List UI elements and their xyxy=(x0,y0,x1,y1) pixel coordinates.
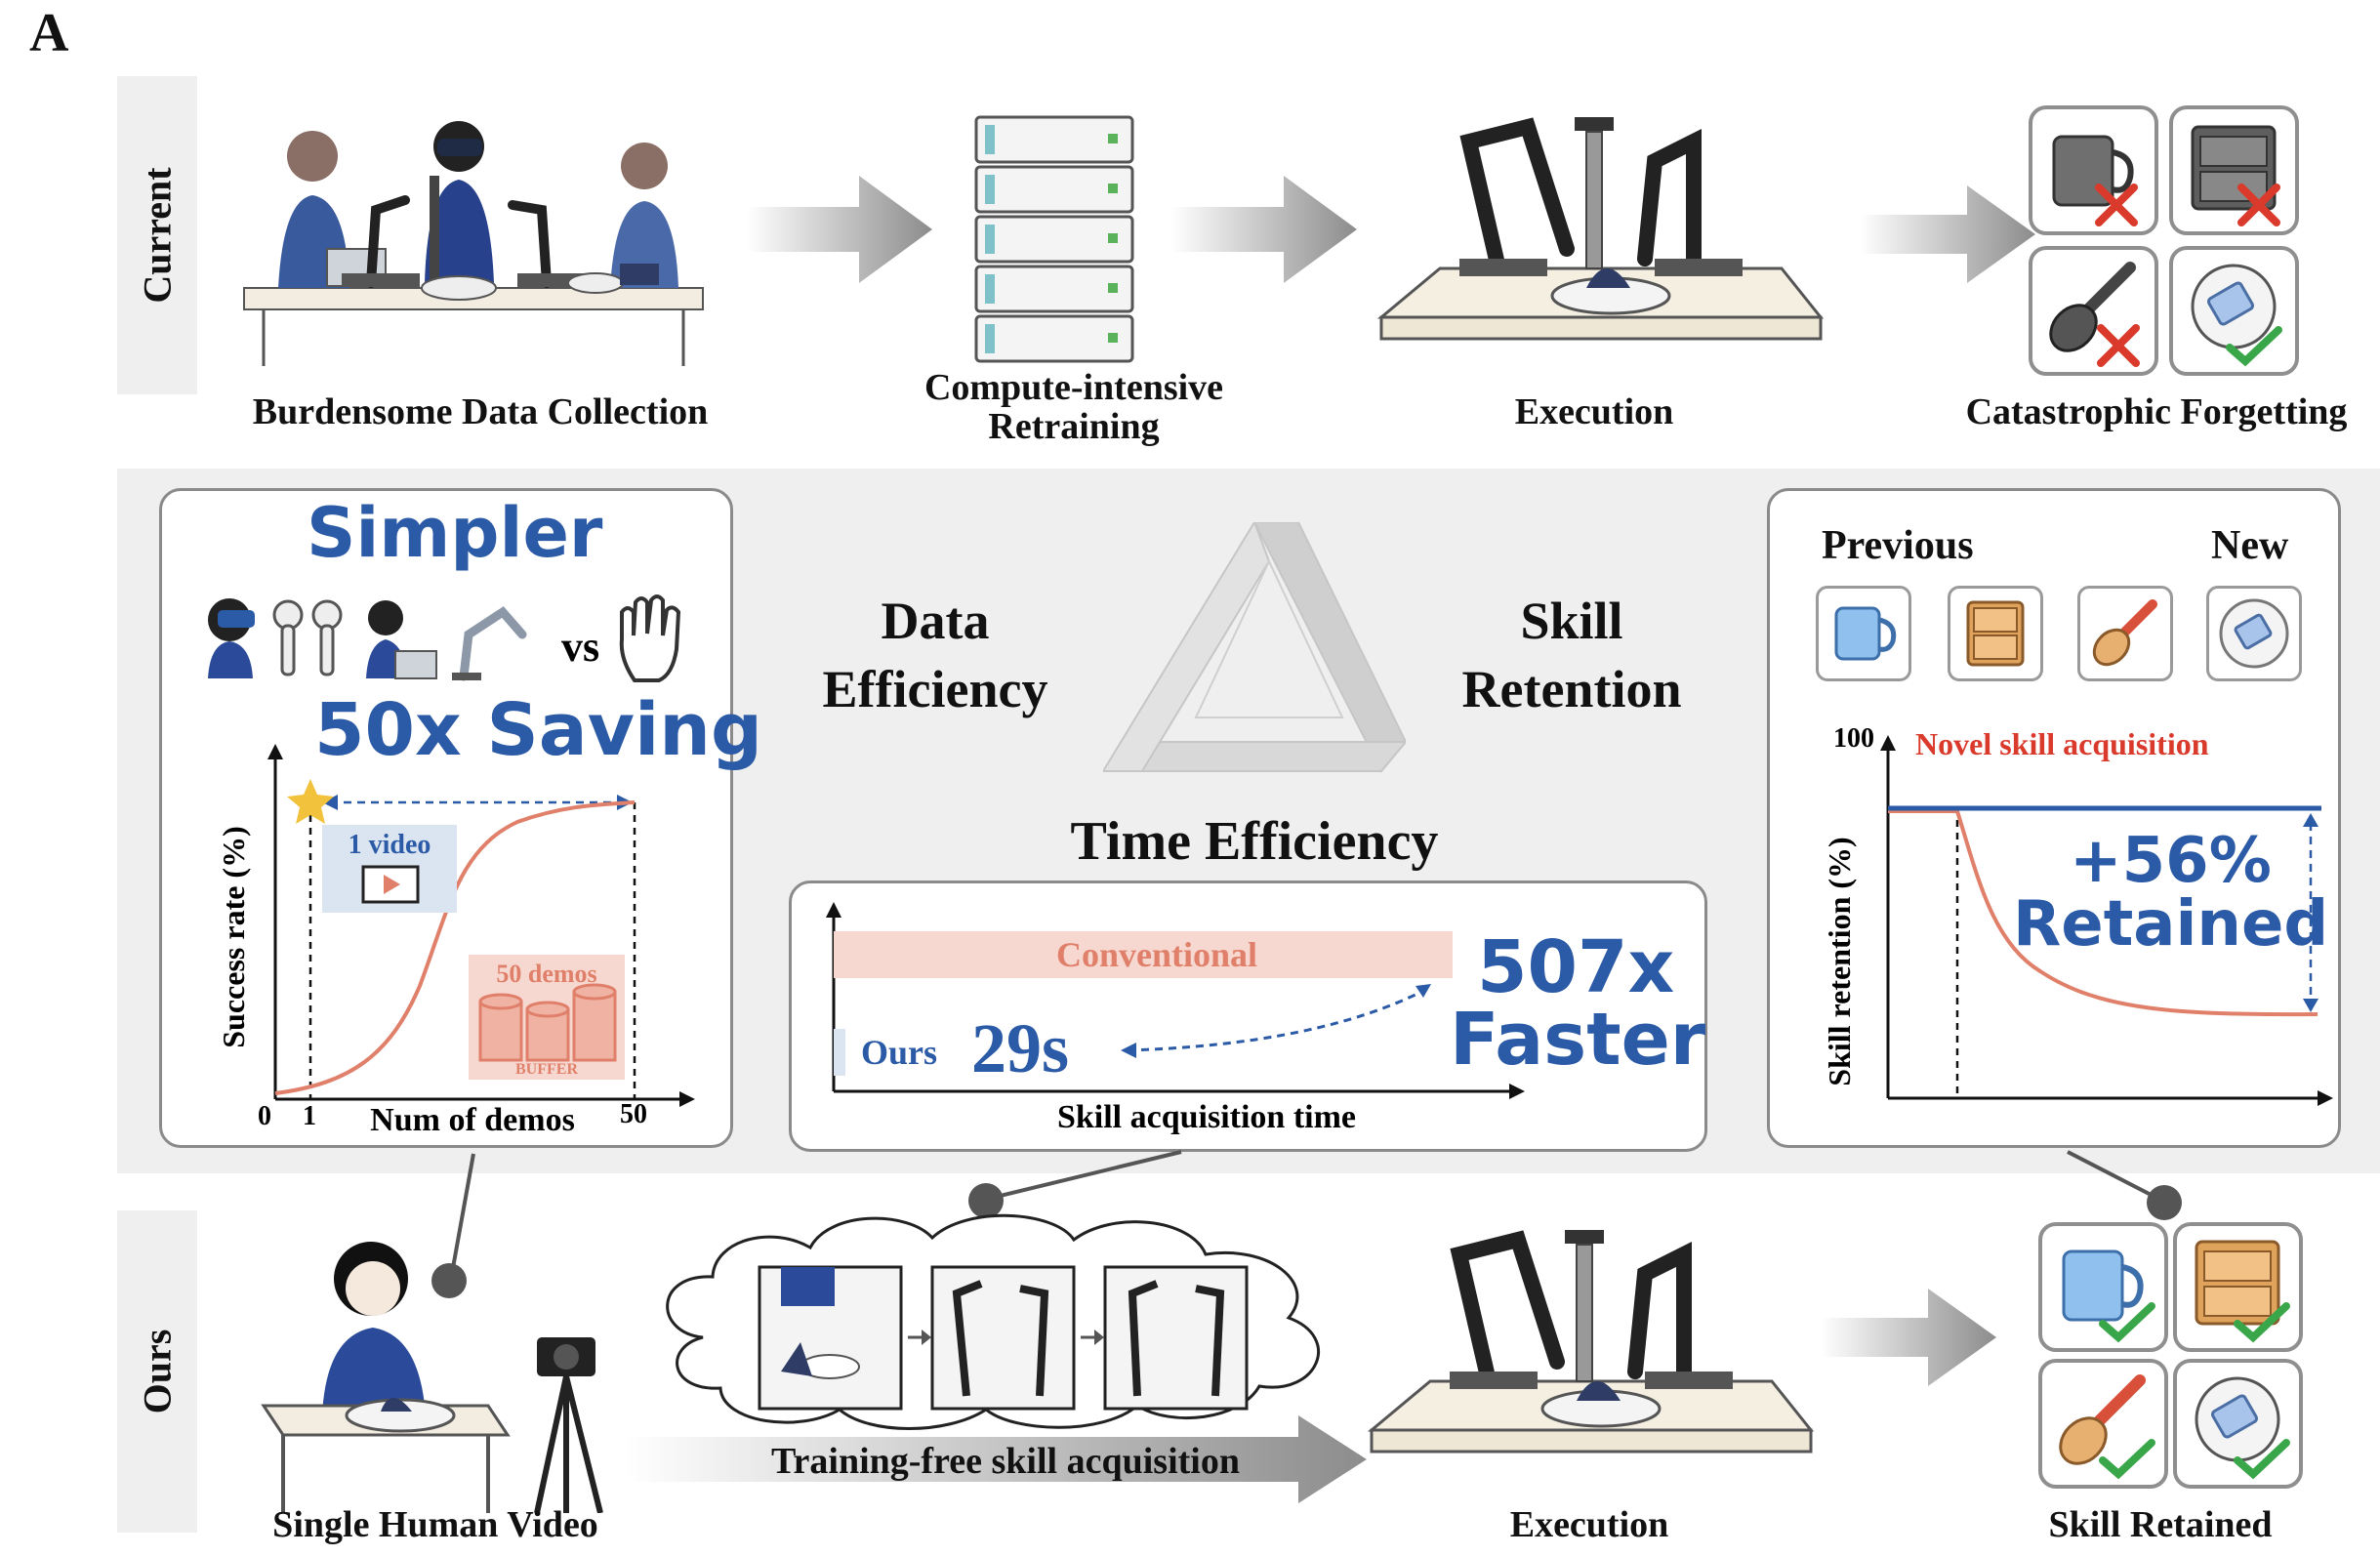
vs-text: vs xyxy=(561,623,599,671)
server-rack-icon xyxy=(974,115,1134,363)
previous-label: Previous xyxy=(1822,523,1974,568)
ours-label: Ours xyxy=(861,1033,937,1072)
ours-time: 29s xyxy=(971,1009,1069,1087)
panel-letter: A xyxy=(29,3,69,63)
tile-brush-forgotten xyxy=(2029,246,2158,376)
check-icon xyxy=(2234,1439,2290,1480)
data-efficiency-chart: 1 video 50 demos BUFFER Success rate (%)… xyxy=(216,744,695,1132)
check-icon xyxy=(2099,1302,2155,1343)
execution-robot-bottom xyxy=(1367,1230,1815,1454)
tile-plate-retained xyxy=(2169,246,2299,376)
arrow-top-2 xyxy=(1171,176,1357,283)
tile-brush-retained xyxy=(2038,1359,2168,1489)
caption-retraining-2: Retraining xyxy=(988,406,1160,447)
arrow-top-1 xyxy=(747,176,932,283)
skill-retention-line1: Skill xyxy=(1520,592,1623,650)
ours-bar xyxy=(834,1029,845,1076)
prev-brush-tile xyxy=(2077,586,2173,681)
data-efficiency-line1: Data xyxy=(881,592,990,650)
check-icon xyxy=(2234,1302,2290,1343)
caption-catastrophic-forgetting: Catastrophic Forgetting xyxy=(1965,391,2348,432)
brush-icon xyxy=(2077,262,2136,320)
arrow-bottom xyxy=(1821,1289,1996,1386)
hand-icon xyxy=(619,594,681,682)
y-tick-100: 100 xyxy=(1833,723,1874,754)
human-video-illustration xyxy=(261,1242,603,1513)
x-tick-0: 0 xyxy=(258,1101,271,1131)
row-label-current: Current xyxy=(117,76,197,394)
tile-plate-retained-2 xyxy=(2173,1359,2303,1489)
conventional-bar xyxy=(834,931,1453,978)
impossible-triangle-icon xyxy=(1103,522,1406,773)
tile-mug-retained xyxy=(2038,1222,2168,1352)
cross-icon xyxy=(2095,184,2138,226)
vr-headset-icon xyxy=(208,598,255,678)
mug-icon xyxy=(2062,1249,2124,1322)
novel-skill-label: Novel skill acquisition xyxy=(1915,726,2209,761)
caption-retraining-1: Compute-intensive xyxy=(923,367,1224,408)
retention-ylabel: Skill retention (%) xyxy=(1822,837,1857,1085)
saving-title: 50x Saving xyxy=(314,688,762,772)
retained-line1: +56% xyxy=(2070,825,2272,897)
retention-curve-conventional xyxy=(1888,809,2318,1017)
mug-icon xyxy=(1834,606,1881,661)
caption-data-collection: Burdensome Data Collection xyxy=(252,391,709,432)
caption-single-human-video: Single Human Video xyxy=(272,1504,598,1545)
arrow-top-3 xyxy=(1860,185,2035,283)
laptop-icon xyxy=(366,600,437,679)
skill-retention-line2: Retention xyxy=(1461,660,1682,718)
buffer-cylinders-icon xyxy=(478,983,617,1062)
data-efficiency-line2: Efficiency xyxy=(822,660,1048,718)
time-efficiency-panel xyxy=(789,880,1707,1152)
tile-drawer-retained xyxy=(2173,1222,2303,1352)
vr-headset-icon xyxy=(437,139,482,156)
controller-icon xyxy=(272,599,343,676)
conventional-label: Conventional xyxy=(1056,935,1257,974)
execution-robot-top xyxy=(1376,117,1825,341)
success-rate-ylabel: Success rate (%) xyxy=(216,826,251,1047)
fifty-demos-label: 50 demos xyxy=(496,960,596,988)
one-video-label: 1 video xyxy=(349,830,431,860)
faster-line2: Faster xyxy=(1450,998,1706,1082)
x-tick-50: 50 xyxy=(620,1099,647,1129)
time-efficiency-chart: Conventional Ours 29s Skill acquisition … xyxy=(826,902,1525,1135)
prev-mug-tile xyxy=(1816,586,1911,681)
robot-arm-icon xyxy=(366,195,552,288)
data-collection-illustration xyxy=(243,121,704,366)
num-demos-xlabel: Num of demos xyxy=(370,1102,575,1132)
brush-icon xyxy=(2087,1374,2146,1433)
caption-execution-bottom: Execution xyxy=(1509,1504,1669,1545)
faster-line1: 507x xyxy=(1477,925,1675,1009)
robot-arm-icon xyxy=(459,606,527,681)
caption-execution-top: Execution xyxy=(1514,391,1674,432)
star-icon xyxy=(287,779,334,824)
time-xlabel: Skill acquisition time xyxy=(1057,1099,1356,1135)
row-label-ours: Ours xyxy=(117,1210,197,1533)
buffer-label: BUFFER xyxy=(515,1061,578,1078)
simpler-title: Simpler xyxy=(307,493,603,573)
new-label: New xyxy=(2211,523,2289,568)
caption-skill-retained: Skill Retained xyxy=(2048,1504,2273,1545)
collection-devices-icons: vs xyxy=(208,594,681,682)
check-icon xyxy=(2099,1439,2155,1480)
x-tick-1: 1 xyxy=(303,1101,316,1131)
training-free-arrow xyxy=(625,1415,1367,1503)
time-efficiency-title: Time Efficiency xyxy=(1070,811,1439,872)
training-free-label: Training-free skill acquisition xyxy=(771,1441,1240,1482)
cross-icon xyxy=(2097,324,2140,367)
tile-drawer-forgotten xyxy=(2169,105,2299,235)
check-icon xyxy=(2226,326,2282,367)
retained-line2: Retained xyxy=(2013,888,2329,961)
tile-mug-forgotten xyxy=(2029,105,2158,235)
cross-icon xyxy=(2237,184,2280,226)
cloud-icon xyxy=(666,1213,1320,1430)
camera-icon xyxy=(534,1337,603,1513)
new-plate-tile xyxy=(2206,586,2302,681)
prev-drawer-tile xyxy=(1948,586,2043,681)
skill-retention-chart: 100 Novel skill acquisition Skill retent… xyxy=(1822,723,2333,1106)
film-icon xyxy=(361,865,420,904)
